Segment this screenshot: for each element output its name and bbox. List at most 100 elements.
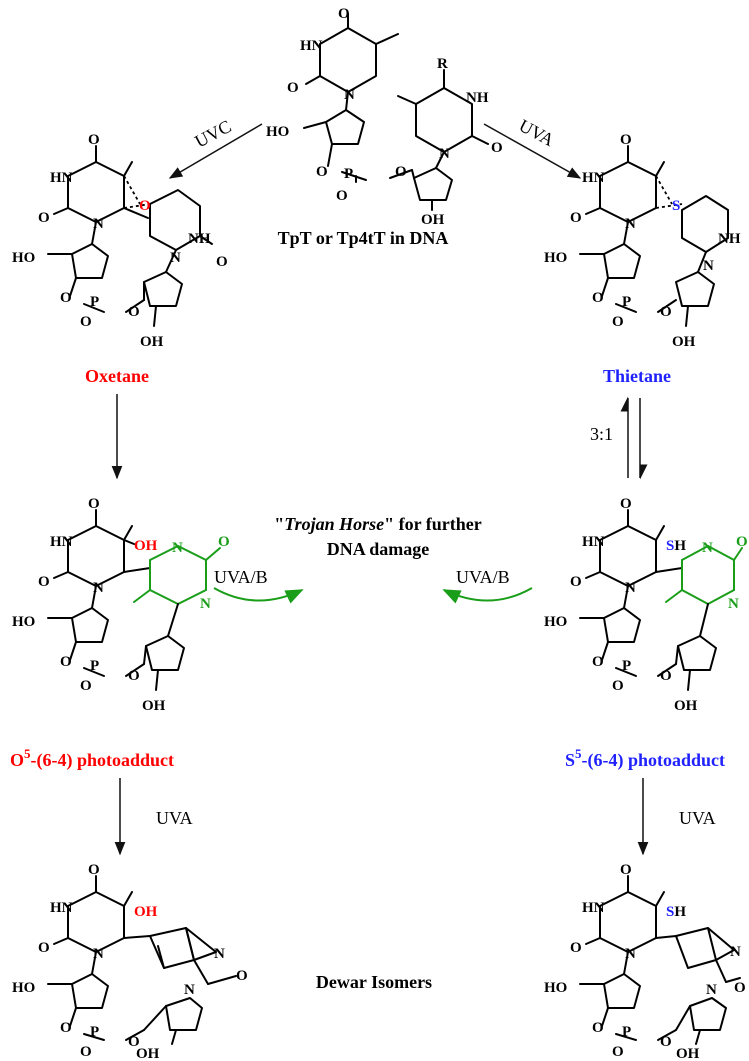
atom-o: O — [491, 140, 503, 156]
atom-n-green: N — [728, 596, 739, 612]
atom-o-red: O — [139, 198, 151, 214]
atom-n: N — [170, 250, 181, 266]
thietane-structure: O HN O N S NH N HO O P O O OH — [544, 132, 741, 350]
atom-o: O — [287, 80, 299, 96]
atom-o: O — [734, 980, 746, 996]
tpt-structure: O HN O N HO O P O O R NH O N OH — [266, 6, 503, 228]
label-s5-photoadduct: S5-(6-4) photoadduct — [565, 746, 725, 771]
atom-sh: SH — [666, 538, 686, 554]
atom-o: O — [38, 574, 50, 590]
atom-o: O — [128, 1034, 140, 1050]
trojan-rest: " for further — [384, 514, 482, 534]
atom-o: O — [660, 668, 672, 684]
atom-ho: HO — [544, 250, 567, 266]
arrow-uvab-left — [213, 587, 304, 604]
atom-hn: HN — [582, 534, 605, 550]
atom-o: O — [216, 254, 228, 270]
atom-oh: OH — [672, 334, 696, 350]
atom-o: O — [60, 1020, 72, 1036]
oxetane-structure: O HN O N O NH O N HO O P O O OH — [12, 132, 228, 350]
trojan-italic: Trojan Horse — [284, 514, 384, 534]
arrow-uva-top — [483, 123, 582, 179]
atom-o: O — [620, 862, 632, 878]
atom-n-green: N — [702, 540, 713, 556]
trojan-prefix: " — [274, 514, 284, 534]
label-s5-rest: -(6-4) photoadduct — [582, 750, 726, 771]
atom-p: P — [622, 1024, 631, 1040]
atom-hn: HN — [300, 38, 323, 54]
atom-n: N — [93, 946, 104, 962]
atom-hn: HN — [582, 900, 605, 916]
atom-nh: NH — [718, 231, 741, 247]
atom-nh: NH — [188, 231, 211, 247]
atom-o: O — [620, 132, 632, 148]
label-o5-sup: 5 — [24, 746, 31, 761]
atom-p: P — [90, 658, 99, 674]
atom-oh: OH — [676, 1046, 700, 1061]
atom-n: N — [93, 580, 104, 596]
atom-o-green: O — [218, 534, 230, 550]
atom-o: O — [60, 654, 72, 670]
atom-o: O — [38, 210, 50, 226]
atom-o: O — [592, 290, 604, 306]
atom-o: O — [88, 132, 100, 148]
atom-s-blue: S — [666, 904, 674, 920]
atom-n: N — [625, 946, 636, 962]
label-o5-rest: -(6-4) photoadduct — [31, 750, 175, 771]
atom-n: N — [703, 258, 714, 274]
atom-p: P — [90, 1024, 99, 1040]
o5-photoadduct-structure: O HN O N OH N O N HO O P O O OH — [12, 496, 230, 714]
label-s5-sup: 5 — [575, 746, 582, 761]
atom-ho: HO — [12, 980, 35, 996]
atom-o: O — [570, 940, 582, 956]
atom-s-blue: S — [666, 538, 674, 554]
atom-hn: HN — [50, 900, 73, 916]
atom-o: O — [128, 668, 140, 684]
atom-n-green: N — [172, 540, 183, 556]
center-title: TpT or Tp4tT in DNA — [278, 228, 449, 248]
label-ratio: 3:1 — [590, 424, 613, 444]
trojan-line-2: DNA damage — [327, 539, 430, 559]
atom-o-minus: O — [80, 314, 92, 330]
atom-n: N — [625, 216, 636, 232]
atom-ho: HO — [544, 614, 567, 630]
atom-nh: NH — [466, 90, 489, 106]
atom-p: P — [622, 294, 631, 310]
atom-p: P — [90, 294, 99, 310]
atom-r: R — [437, 56, 448, 72]
atom-n: N — [214, 946, 225, 962]
atom-o: O — [60, 290, 72, 306]
atom-oh: OH — [136, 1046, 160, 1061]
atom-n: N — [439, 146, 450, 162]
trojan-line-1: "Trojan Horse" for further — [274, 514, 481, 534]
atom-p: P — [622, 658, 631, 674]
label-uvab-right: UVA/B — [456, 567, 510, 587]
label-uvab-left: UVA/B — [214, 567, 268, 587]
s5-photoadduct-structure: O HN O N SH N O N HO O P O O OH — [544, 496, 748, 714]
atom-o: O — [88, 862, 100, 878]
atom-h: H — [674, 538, 686, 554]
label-uvc: UVC — [191, 116, 234, 152]
atom-o: O — [236, 968, 248, 984]
atom-n-green: N — [200, 596, 211, 612]
atom-s-blue: S — [672, 198, 680, 214]
atom-n: N — [184, 982, 195, 998]
atom-oh: OH — [140, 334, 164, 350]
atom-hn: HN — [50, 170, 73, 186]
dewar-left-structure: O HN O N OH N O N HO O P O O OH — [12, 862, 248, 1061]
atom-o: O — [660, 304, 672, 320]
label-thietane: Thietane — [603, 366, 671, 386]
atom-o: O — [88, 496, 100, 512]
arrow-uvc — [168, 123, 263, 179]
atom-hn: HN — [50, 534, 73, 550]
atom-ho: HO — [12, 250, 35, 266]
label-uva-right: UVA — [679, 808, 716, 828]
atom-ho: HO — [544, 980, 567, 996]
atom-o: O — [38, 940, 50, 956]
atom-o: O — [128, 304, 140, 320]
atom-o: O — [395, 164, 407, 180]
atom-n: N — [706, 982, 717, 998]
atom-o-minus: O — [336, 188, 348, 204]
dewar-right-structure: O HN O N SH N O N HO O P O O OH — [544, 862, 746, 1061]
